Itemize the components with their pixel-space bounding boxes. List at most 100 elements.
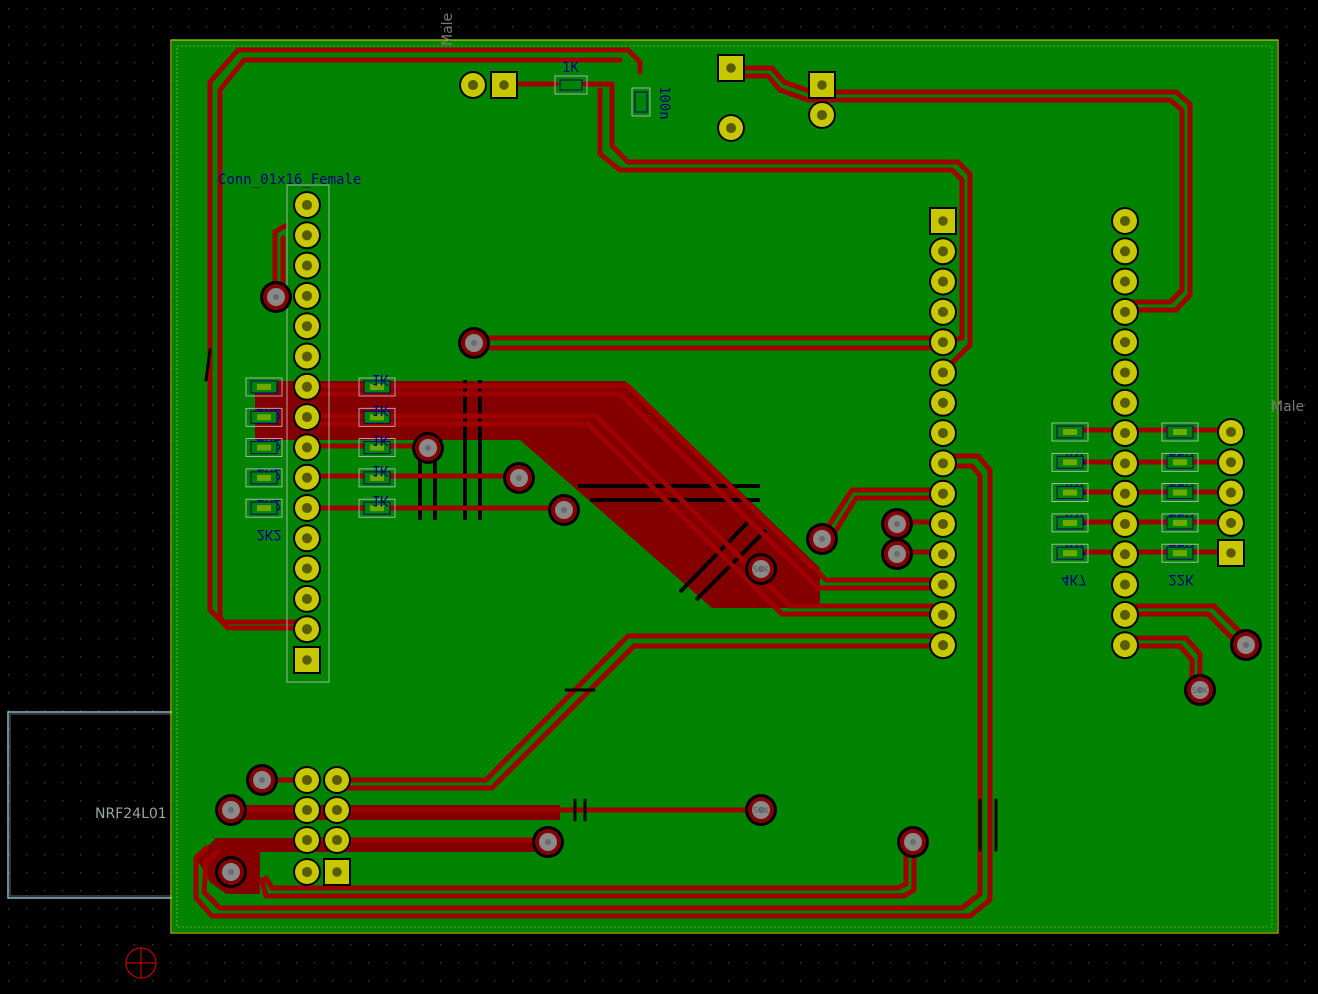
header-a-pin[interactable] (929, 297, 957, 326)
resistor-4k7[interactable] (1051, 543, 1089, 563)
header-a-pin-1[interactable] (929, 207, 957, 235)
top-pad-b[interactable] (490, 71, 518, 99)
conn-female-pin[interactable] (293, 191, 321, 219)
nrf-pin[interactable] (293, 766, 321, 794)
resistor-4k7[interactable] (1051, 483, 1089, 503)
conn-female-pin[interactable] (293, 342, 321, 371)
nrf-pin[interactable] (323, 796, 351, 824)
top-pad-e[interactable] (808, 71, 836, 99)
nrf-pin[interactable] (293, 796, 321, 824)
via[interactable] (246, 764, 278, 796)
header-b-pin[interactable] (1111, 540, 1139, 569)
header-a-pin[interactable] (929, 358, 957, 387)
conn-female-pin[interactable] (293, 615, 321, 644)
header-b-pin[interactable] (1111, 237, 1139, 266)
header-a-pin[interactable] (929, 631, 957, 660)
header-a-pin[interactable] (929, 570, 957, 599)
via[interactable] (806, 523, 838, 555)
resistor-2k2[interactable] (245, 498, 283, 518)
header-b-pin[interactable] (1111, 479, 1139, 508)
resistor-22k[interactable] (1161, 452, 1199, 472)
via[interactable] (412, 432, 444, 464)
header-a-pin[interactable] (929, 600, 957, 629)
header-b-pin[interactable] (1111, 388, 1139, 417)
via[interactable] (548, 494, 580, 526)
resistor-1k[interactable] (358, 377, 396, 397)
header-a-pin[interactable] (929, 449, 957, 478)
conn-female-pin[interactable] (293, 433, 321, 462)
conn-female-pin[interactable] (293, 584, 321, 613)
conn-female-pin[interactable] (293, 463, 321, 492)
header-b-pin[interactable] (1111, 510, 1139, 538)
resistor-4k7[interactable] (1051, 422, 1089, 442)
header-a-pin[interactable] (929, 388, 957, 417)
via[interactable] (503, 462, 535, 494)
via[interactable] (260, 281, 292, 313)
header-b-pin[interactable] (1111, 328, 1139, 357)
via[interactable] (215, 794, 247, 826)
header-b-pin[interactable] (1111, 358, 1139, 387)
via[interactable] (215, 856, 247, 888)
header-a-pin[interactable] (929, 540, 957, 569)
resistor-1k[interactable] (358, 407, 396, 427)
resistor-22k[interactable] (1161, 543, 1199, 563)
header-a-pin[interactable] (929, 237, 957, 266)
male-header-pin[interactable] (1217, 418, 1245, 446)
top-pad-f[interactable] (808, 101, 836, 129)
nrf-pin[interactable] (293, 858, 321, 886)
resistor-1k[interactable] (358, 498, 396, 518)
via-sck[interactable]: SCK (745, 553, 777, 585)
header-b-pin[interactable] (1111, 267, 1139, 296)
via-sck[interactable]: SCK (1184, 674, 1216, 706)
via[interactable] (881, 508, 913, 540)
conn-female-pin-1[interactable] (293, 646, 321, 674)
resistor-1k[interactable] (358, 438, 396, 458)
conn-female-pin[interactable] (293, 403, 321, 432)
nrf-pin[interactable] (293, 826, 321, 854)
nrf-pin[interactable] (323, 766, 351, 794)
resistor-2k2[interactable] (245, 468, 283, 488)
top-pad-c[interactable] (717, 54, 745, 82)
conn-female-pin[interactable] (293, 221, 321, 250)
via[interactable] (1230, 629, 1262, 661)
conn-female-pin[interactable] (293, 312, 321, 341)
male-header-pin[interactable] (1217, 448, 1245, 477)
via[interactable] (532, 826, 564, 858)
resistor-4k7[interactable] (1051, 452, 1089, 472)
top-pad-a[interactable] (459, 71, 487, 99)
male-header-pin[interactable] (1217, 508, 1245, 537)
nrf-pin-1[interactable] (323, 858, 351, 886)
male-header-pin-1[interactable] (1217, 539, 1245, 567)
conn-female-pin[interactable] (293, 251, 321, 280)
nrf-pin[interactable] (323, 826, 351, 854)
header-b-pin[interactable] (1111, 600, 1139, 629)
conn-female-pin[interactable] (293, 524, 321, 553)
conn-female-pin[interactable] (293, 494, 321, 522)
header-a-pin[interactable] (929, 328, 957, 357)
male-header-pin[interactable] (1217, 478, 1245, 507)
top-pad-d[interactable] (717, 114, 745, 142)
header-b-pin[interactable] (1111, 570, 1139, 599)
header-a-pin[interactable] (929, 267, 957, 296)
via[interactable] (881, 538, 913, 570)
conn-female-pin[interactable] (293, 554, 321, 583)
resistor-2k2[interactable] (245, 377, 283, 397)
via-sck[interactable]: SCK (745, 794, 777, 826)
header-a-pin[interactable] (929, 479, 957, 508)
resistor-2k2[interactable] (245, 407, 283, 427)
via[interactable] (897, 826, 929, 858)
conn-female-pin[interactable] (293, 372, 321, 401)
conn-female-pin[interactable] (293, 281, 321, 310)
header-b-pin[interactable] (1111, 449, 1139, 478)
header-b-pin[interactable] (1111, 631, 1139, 660)
header-a-pin[interactable] (929, 419, 957, 448)
header-b-pin[interactable] (1111, 297, 1139, 326)
resistor-1k-top[interactable]: 1K (554, 60, 588, 95)
resistor-2k2[interactable] (245, 438, 283, 458)
resistor-22k[interactable] (1161, 422, 1199, 442)
via[interactable] (458, 327, 490, 359)
header-b-pin[interactable] (1111, 207, 1139, 235)
capacitor-100n[interactable]: 100n (631, 86, 672, 120)
resistor-22k[interactable] (1161, 513, 1199, 533)
